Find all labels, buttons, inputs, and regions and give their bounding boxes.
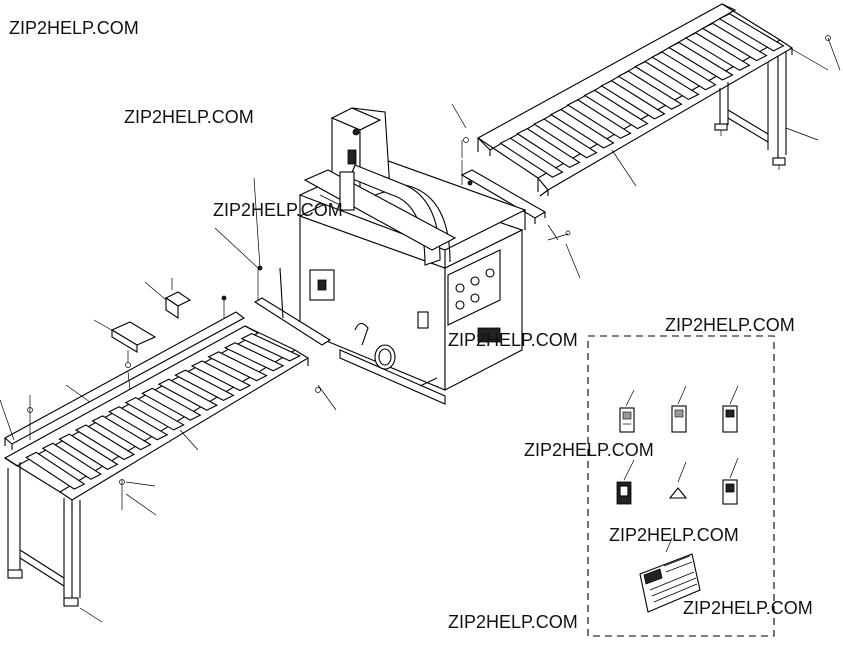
roller [174,369,235,401]
left-bracket-parts [93,177,332,368]
roller [600,80,666,120]
watermark-text: ZIP2HELP.COM [609,525,739,545]
roller [91,415,152,451]
roller [25,451,86,490]
roller [533,118,598,159]
main-machine [298,107,527,411]
watermark-text: ZIP2HELP.COM [124,107,254,127]
roller [549,108,615,149]
roller [634,61,700,101]
roller [583,89,649,130]
watermark-text: ZIP2HELP.COM [9,18,139,38]
roller [58,433,119,470]
roller [499,137,564,178]
roller [107,406,169,441]
labels-kit-box [587,335,775,637]
watermark-text: ZIP2HELP.COM [524,440,654,460]
roller [207,351,268,382]
roller [516,128,581,169]
roller [684,32,751,71]
watermark-text: ZIP2HELP.COM [665,315,795,335]
roller [240,332,301,362]
roller [701,22,768,62]
right-roller-table [477,3,841,197]
roller [141,387,202,421]
roller [190,360,252,392]
left-roller-table [0,311,310,623]
roller [651,51,717,91]
roller [667,41,734,81]
roller [223,342,285,372]
roller [157,378,219,411]
watermark-text: ZIP2HELP.COM [448,612,578,632]
roller [718,13,785,52]
roller [124,396,185,431]
roller [74,424,136,461]
watermark-text: ZIP2HELP.COM [448,330,578,350]
watermark-text: ZIP2HELP.COM [213,200,343,220]
roller [617,70,683,110]
roller [41,442,102,480]
right-bracket [451,103,581,279]
watermark-text: ZIP2HELP.COM [683,598,813,618]
roller [566,99,632,139]
